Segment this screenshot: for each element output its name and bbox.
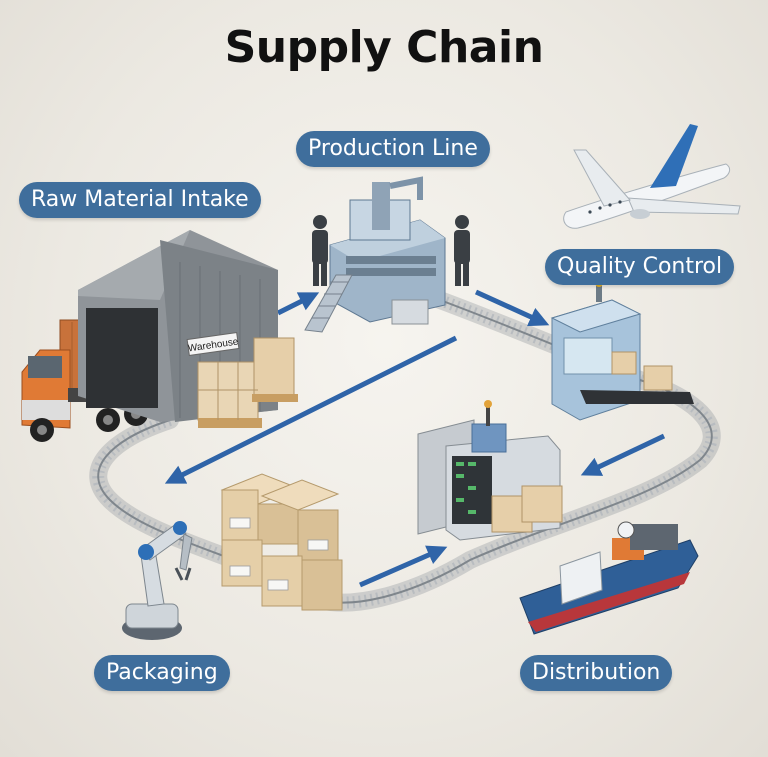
airplane-icon bbox=[563, 124, 741, 229]
production-machine-icon bbox=[304, 176, 446, 333]
arrow-packaging-to-distribution bbox=[358, 545, 448, 588]
arrow-production-to-quality bbox=[474, 289, 550, 327]
label-production-line: Production Line bbox=[296, 131, 490, 167]
page-title: Supply Chain bbox=[224, 22, 544, 73]
label-quality-control: Quality Control bbox=[545, 249, 735, 285]
arrow-quality-to-packaging-line bbox=[580, 433, 666, 476]
label-packaging: Packaging bbox=[94, 655, 230, 691]
arrow-return-loop bbox=[164, 335, 458, 484]
worker-figure-icon bbox=[312, 215, 470, 286]
distribution-station-icon bbox=[417, 400, 563, 541]
label-distribution: Distribution bbox=[520, 655, 673, 691]
flow-arrows bbox=[164, 289, 666, 588]
packaging-boxes-icon bbox=[220, 473, 343, 611]
robot-arm-icon bbox=[122, 521, 193, 640]
quality-control-booth-icon bbox=[550, 279, 694, 421]
cargo-ship-icon bbox=[519, 521, 699, 635]
arrow-intake-to-production bbox=[276, 292, 320, 316]
pallet-boxes-icon bbox=[197, 337, 298, 428]
label-raw-material-intake: Raw Material Intake bbox=[19, 182, 261, 218]
